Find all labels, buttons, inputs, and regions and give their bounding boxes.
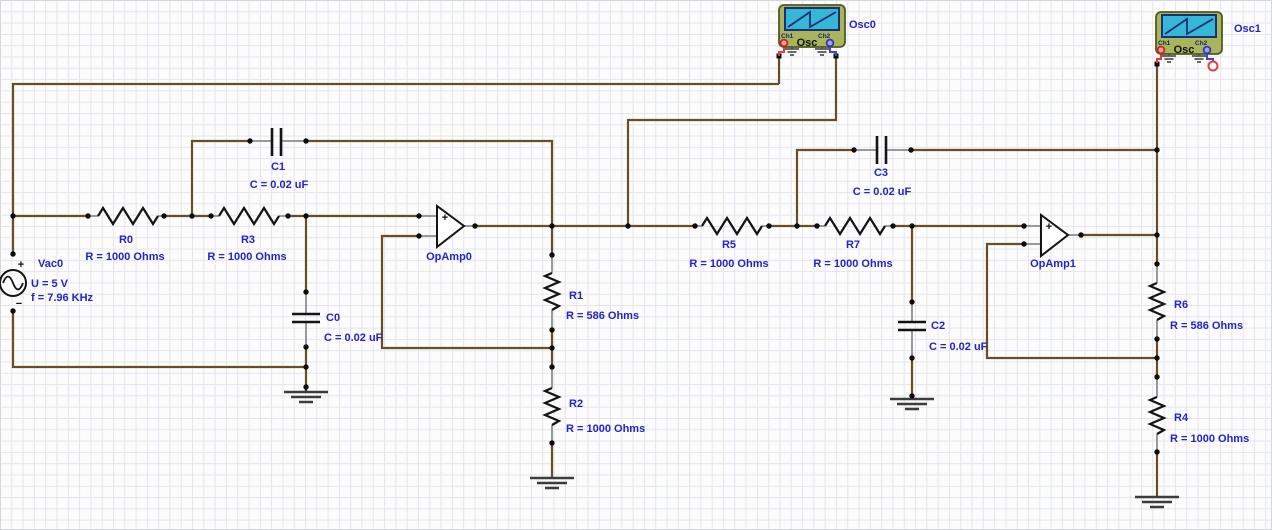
opamp-triangle[interactable] (436, 204, 466, 250)
osc0-ch1-terminal[interactable] (779, 38, 789, 48)
osc1-ch1-label: Ch1 (1158, 40, 1171, 47)
label-r7-name[interactable]: R7 (845, 239, 861, 251)
capacitor-c1[interactable] (270, 128, 283, 156)
osc1-ch2-label: Ch2 (1195, 40, 1208, 47)
wire[interactable] (11, 82, 779, 254)
label-r3-value[interactable]: R = 1000 Ohms (207, 251, 287, 263)
component-osc0[interactable]: Ch1 Ch2 Osc (778, 4, 846, 56)
wire[interactable] (306, 139, 554, 226)
osc0-ch1-probe-stub (778, 46, 785, 56)
ground-r2[interactable] (530, 476, 574, 490)
wire[interactable] (795, 148, 854, 226)
opamp-plus-input-sign: + (442, 212, 448, 224)
capacitor-c0[interactable] (292, 312, 320, 324)
label-osc0-name[interactable]: Osc0 (849, 19, 876, 31)
oscilloscope-screen (1161, 14, 1217, 38)
component-opamp0[interactable]: + (436, 204, 466, 250)
component-opamp1[interactable]: + (1040, 213, 1070, 259)
osc1-ch2-probe-stub (1206, 53, 1214, 61)
osc0-ch2-label: Ch2 (818, 33, 831, 40)
label-c0-name[interactable]: C0 (326, 312, 341, 324)
label-vac0-u[interactable]: U = 5 V (31, 278, 68, 290)
label-r2-name[interactable]: R2 (569, 398, 584, 410)
label-r7-value[interactable]: R = 1000 Ohms (813, 258, 893, 270)
component-vac0[interactable]: + − (0, 259, 27, 310)
osc1-ch2-terminal[interactable] (1202, 45, 1212, 55)
capacitor-c3[interactable] (875, 136, 888, 164)
osc0-ch1-label: Ch1 (781, 33, 794, 40)
source-plus-sign: + (18, 259, 24, 271)
label-vac0-f[interactable]: f = 7.96 KHz (31, 292, 94, 304)
label-osc1-name[interactable]: Osc1 (1234, 23, 1261, 35)
label-r6-value[interactable]: R = 586 Ohms (1170, 320, 1244, 332)
osc0-osc-label: Osc (797, 37, 818, 49)
capacitor-c2[interactable] (898, 320, 926, 332)
wire[interactable] (380, 234, 552, 350)
sine-wave-icon (2, 275, 24, 291)
capacitor-symbols[interactable] (270, 128, 926, 332)
label-c2-value[interactable]: C = 0.02 uF (929, 341, 988, 353)
label-r2-value[interactable]: R = 1000 Ohms (566, 423, 646, 435)
component-leads (88, 140, 1158, 452)
osc1-ch1-probe-stub (1156, 53, 1162, 63)
label-r0-name[interactable]: R0 (118, 234, 134, 246)
label-r0-value[interactable]: R = 1000 Ohms (85, 251, 165, 263)
resistor-r2[interactable] (542, 386, 562, 426)
osc0-ch2-terminal[interactable] (825, 38, 835, 48)
osc1-mini-grounds (1162, 53, 1206, 63)
ground-symbols[interactable] (284, 387, 1179, 509)
label-r1-value[interactable]: R = 586 Ohms (566, 310, 640, 322)
label-r5-value[interactable]: R = 1000 Ohms (689, 258, 769, 270)
wire[interactable] (11, 311, 306, 369)
opamp-plus-input-sign: + (1046, 221, 1052, 233)
label-opamp1-name[interactable]: OpAmp1 (1030, 258, 1076, 270)
label-r3-name[interactable]: R3 (240, 234, 256, 246)
label-r1-name[interactable]: R1 (569, 290, 584, 302)
label-c2-name[interactable]: C2 (931, 320, 946, 332)
osc1-ch1-terminal[interactable] (1156, 45, 1166, 55)
ground-r4[interactable] (1135, 495, 1179, 509)
label-r6-name[interactable]: R6 (1174, 299, 1189, 311)
opamp-triangle[interactable] (1040, 213, 1070, 259)
osc1-osc-label: Osc (1174, 44, 1195, 56)
osc0-ch2-probe-stub (829, 46, 837, 56)
resistor-r4[interactable] (1147, 395, 1167, 435)
wire[interactable] (626, 56, 838, 226)
label-c3-value[interactable]: C = 0.02 uF (852, 186, 912, 198)
label-vac0-name[interactable]: Vac0 (38, 258, 64, 270)
wire[interactable] (985, 242, 1157, 360)
sawtooth-wave-icon (787, 10, 837, 29)
label-c3-name[interactable]: C3 (873, 167, 889, 179)
resistor-r5[interactable] (701, 215, 763, 237)
source-minus-sign: − (16, 298, 22, 310)
osc0-mini-grounds (785, 46, 829, 56)
label-r4-value[interactable]: R = 1000 Ohms (1170, 433, 1250, 445)
osc1-unconnected-node-marker[interactable] (1207, 60, 1219, 72)
resistor-r6[interactable] (1147, 281, 1167, 321)
label-c1-value[interactable]: C = 0.02 uF (249, 179, 309, 191)
sawtooth-wave-icon (1164, 17, 1214, 36)
resistor-r0[interactable] (97, 205, 159, 227)
oscilloscope-screen (784, 7, 840, 31)
resistor-r3[interactable] (218, 205, 280, 227)
resistor-symbols[interactable] (97, 205, 1167, 435)
resistor-r1[interactable] (542, 271, 562, 311)
label-c1-name[interactable]: C1 (270, 161, 286, 173)
label-r5-name[interactable]: R5 (721, 239, 737, 251)
label-r4-name[interactable]: R4 (1174, 412, 1189, 424)
component-osc1[interactable]: Ch1 Ch2 Osc (1155, 11, 1223, 72)
resistor-r7[interactable] (824, 215, 886, 237)
label-opamp0-name[interactable]: OpAmp0 (426, 251, 472, 263)
wire[interactable] (190, 139, 250, 216)
label-c0-value[interactable]: C = 0.02 uF (324, 332, 383, 344)
